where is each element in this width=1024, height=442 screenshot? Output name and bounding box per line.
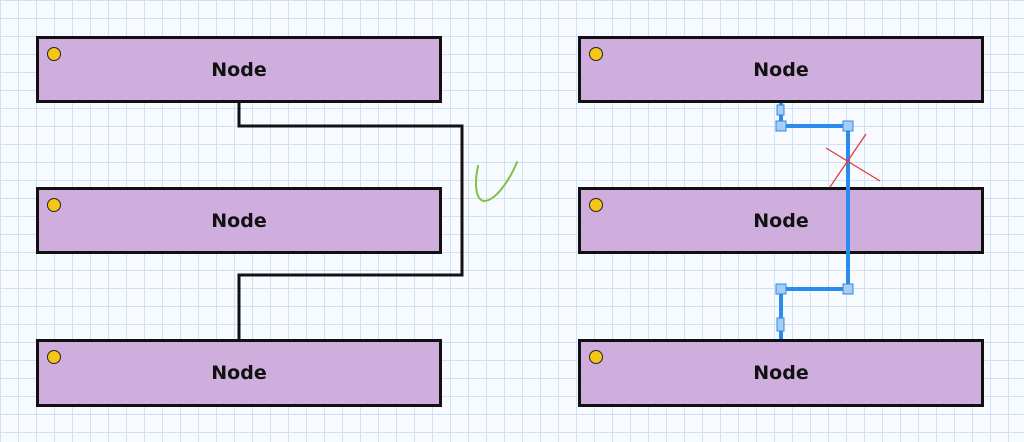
segment-handle[interactable]: [776, 317, 785, 332]
port-dot-icon: [47, 350, 61, 364]
port-dot-icon: [589, 350, 603, 364]
right-node-top[interactable]: Node: [578, 36, 984, 103]
node-label: Node: [753, 58, 809, 81]
port-dot-icon: [47, 198, 61, 212]
node-label: Node: [753, 209, 809, 232]
right-node-middle[interactable]: Node: [578, 187, 984, 254]
right-node-bottom[interactable]: Node: [578, 339, 984, 407]
check-mark-icon: [475, 161, 518, 203]
bend-handle[interactable]: [775, 283, 787, 295]
node-label: Node: [211, 58, 267, 81]
segment-handle[interactable]: [776, 104, 785, 116]
port-dot-icon: [589, 47, 603, 61]
bend-handle[interactable]: [842, 283, 854, 295]
left-node-bottom[interactable]: Node: [36, 339, 442, 407]
left-node-top[interactable]: Node: [36, 36, 442, 103]
node-label: Node: [753, 362, 809, 384]
bend-handle[interactable]: [775, 120, 787, 132]
node-label: Node: [211, 362, 267, 384]
port-dot-icon: [47, 47, 61, 61]
port-dot-icon: [589, 198, 603, 212]
node-label: Node: [211, 209, 267, 232]
left-node-middle[interactable]: Node: [36, 187, 442, 254]
bend-handle[interactable]: [842, 120, 854, 132]
cross-mark-icon: [825, 133, 881, 188]
